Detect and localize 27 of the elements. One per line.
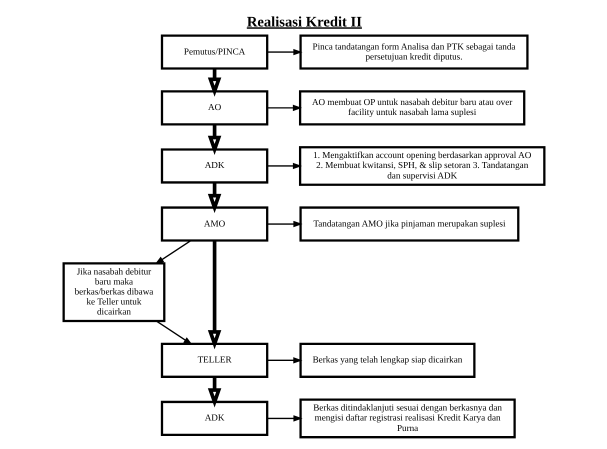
node-box: Berkas yang telah lengkap siap dicairkan [298,342,475,378]
node-box: AO [160,90,268,126]
arrow [266,162,302,170]
arrow [266,415,302,422]
node-box: Pinca tandatangan form Analisa dan PTK sebagai tanda persetujuan kredit diputus. [298,34,528,70]
node-box: Jika nasabah debitur baru maka berkas/berkas dibawa ke Teller untuk dicairkan [62,262,165,322]
diagram-title: Realisasi Kredit II [246,14,362,30]
node-box: AMO [160,206,268,242]
node-box: ADK [160,400,268,436]
node-box: Berkas ditindaklanjuti sesuai dengan berkasnya dan mengisi daftar registrasi realisasi Kredit Karya dan Purna [298,398,516,438]
arrow [267,48,302,56]
node-box: Tandatangan AMO jika pinjaman merupakan suplesi [298,206,519,242]
arrow [154,240,191,264]
arrow [266,357,302,364]
arrow [207,124,221,155]
arrow [207,376,221,408]
node-box: TELLER [160,342,268,378]
arrow [266,104,302,112]
arrow [155,320,192,345]
arrow [207,68,221,97]
arrow [266,220,302,228]
node-box: 1. Mengaktifkan account opening berdasarkan approval AO 2. Membuat kwitansi, SPH, & slip setoran 3. Tandatangan dan supervisi ADK [298,146,545,186]
node-box: ADK [160,148,268,184]
node-box: Pemutus/PINCA [160,34,268,70]
arrow [207,182,221,214]
arrow [207,240,221,350]
node-box: AO membuat OP untuk nasabah debitur baru atau over facility untuk nasabah lama suplesi [298,90,525,126]
